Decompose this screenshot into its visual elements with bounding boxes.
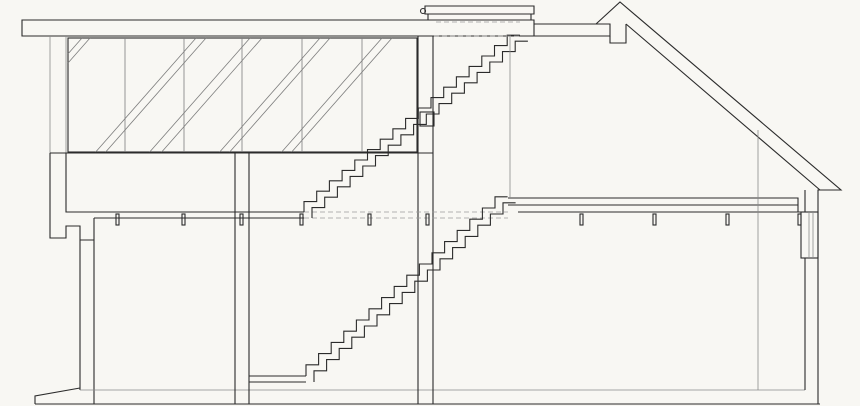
floor-joists xyxy=(115,213,802,226)
glass-hatch-line xyxy=(105,37,207,153)
joist xyxy=(725,213,730,226)
glass-hatch-line xyxy=(161,37,263,153)
joist xyxy=(299,213,304,226)
glass-hatch-line xyxy=(67,37,83,55)
glass-hatch-line xyxy=(291,37,393,153)
flat-roof xyxy=(21,19,535,153)
joist xyxy=(579,213,584,226)
joist xyxy=(181,213,186,226)
floor-slab xyxy=(94,197,808,226)
pitched-roof xyxy=(509,1,843,390)
left-walls xyxy=(34,152,820,405)
glass-hatch-line xyxy=(67,37,91,64)
interior-columns xyxy=(234,36,434,404)
staircase-lower xyxy=(249,196,516,383)
right-wall xyxy=(800,190,819,404)
glass-hatch-line xyxy=(95,37,197,153)
staircase-upper xyxy=(303,34,528,218)
glass-hatch-line xyxy=(229,37,331,153)
joist xyxy=(425,213,430,226)
glass-hatch-line xyxy=(281,37,383,153)
joist xyxy=(239,213,244,226)
skylight xyxy=(419,5,535,37)
glass-hatching xyxy=(67,37,393,153)
joist xyxy=(652,213,657,226)
glass-hatch-line xyxy=(219,37,321,153)
glass-hatch-line xyxy=(149,37,251,153)
glazed-wall xyxy=(67,37,418,153)
joist xyxy=(367,213,372,226)
right-window xyxy=(800,211,819,259)
joist xyxy=(115,213,120,226)
